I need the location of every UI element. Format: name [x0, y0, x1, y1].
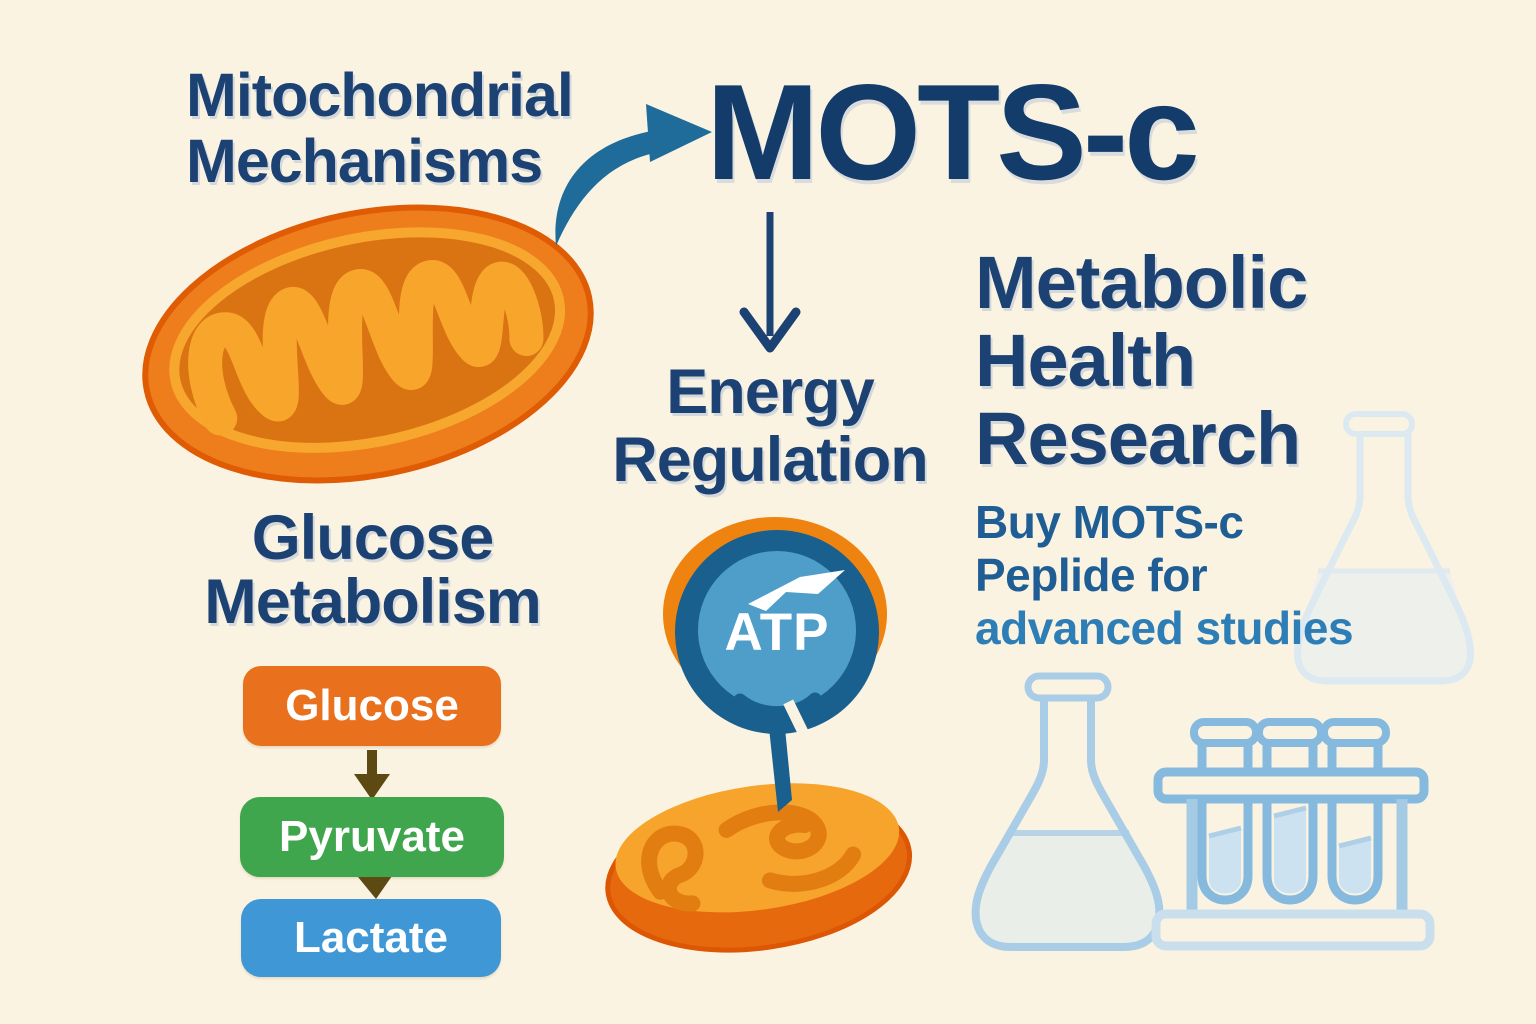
- energy-regulation-label: Energy Regulation: [560, 358, 980, 494]
- energy-line-2: Regulation: [612, 425, 929, 495]
- topic-line-2: Mechanisms: [186, 127, 543, 195]
- glucose-metabolism-heading: Glucose Metabolism: [150, 506, 595, 634]
- mitochondrion-icon: [605, 783, 913, 953]
- topic-line-1: Mitochondrial: [186, 61, 574, 129]
- test-tube-rack-icon: [1151, 718, 1435, 951]
- atp-badge-icon: [663, 517, 887, 812]
- flow-step-label: Glucose: [285, 681, 459, 730]
- flow-step-label: Pyruvate: [279, 812, 465, 861]
- research-heading: Metabolic Health Research: [975, 241, 1308, 480]
- flow-heading-line-1: Glucose: [251, 503, 495, 573]
- flow-step-label: Lactate: [293, 913, 449, 962]
- atp-label: ATP: [724, 603, 830, 662]
- flow-heading-line-2: Metabolism: [204, 567, 542, 637]
- flow-arrow-icon: [354, 750, 390, 800]
- cta-line-3: advanced studies: [975, 602, 1354, 654]
- erlenmeyer-flask-icon: [971, 672, 1164, 951]
- flow-step-glucose: Glucose: [243, 666, 501, 746]
- faint-flask-icon: [1294, 411, 1474, 685]
- cta-line-2: Peplide for: [975, 549, 1208, 601]
- topic-heading: Mitochondrial Mechanisms: [186, 61, 574, 195]
- curved-arrow-icon: [555, 104, 712, 246]
- mitochondrion-icon: [142, 204, 594, 484]
- flow-step-lactate: Lactate: [241, 899, 501, 977]
- energy-line-1: Energy: [666, 357, 875, 427]
- lightning-flash-icon: [748, 570, 845, 611]
- flow-arrow-icon: [358, 876, 392, 899]
- flow-step-pyruvate: Pyruvate: [240, 797, 504, 877]
- research-line-3: Research: [975, 397, 1301, 480]
- cta-line-1: Buy MOTS-c: [975, 496, 1244, 548]
- down-arrow-icon: [739, 212, 801, 353]
- page-title: MOTS-c: [706, 56, 1200, 208]
- research-line-2: Health: [975, 319, 1196, 402]
- research-line-1: Metabolic: [975, 241, 1308, 324]
- cta-text: Buy MOTS-c Peplide for advanced studies: [975, 496, 1354, 655]
